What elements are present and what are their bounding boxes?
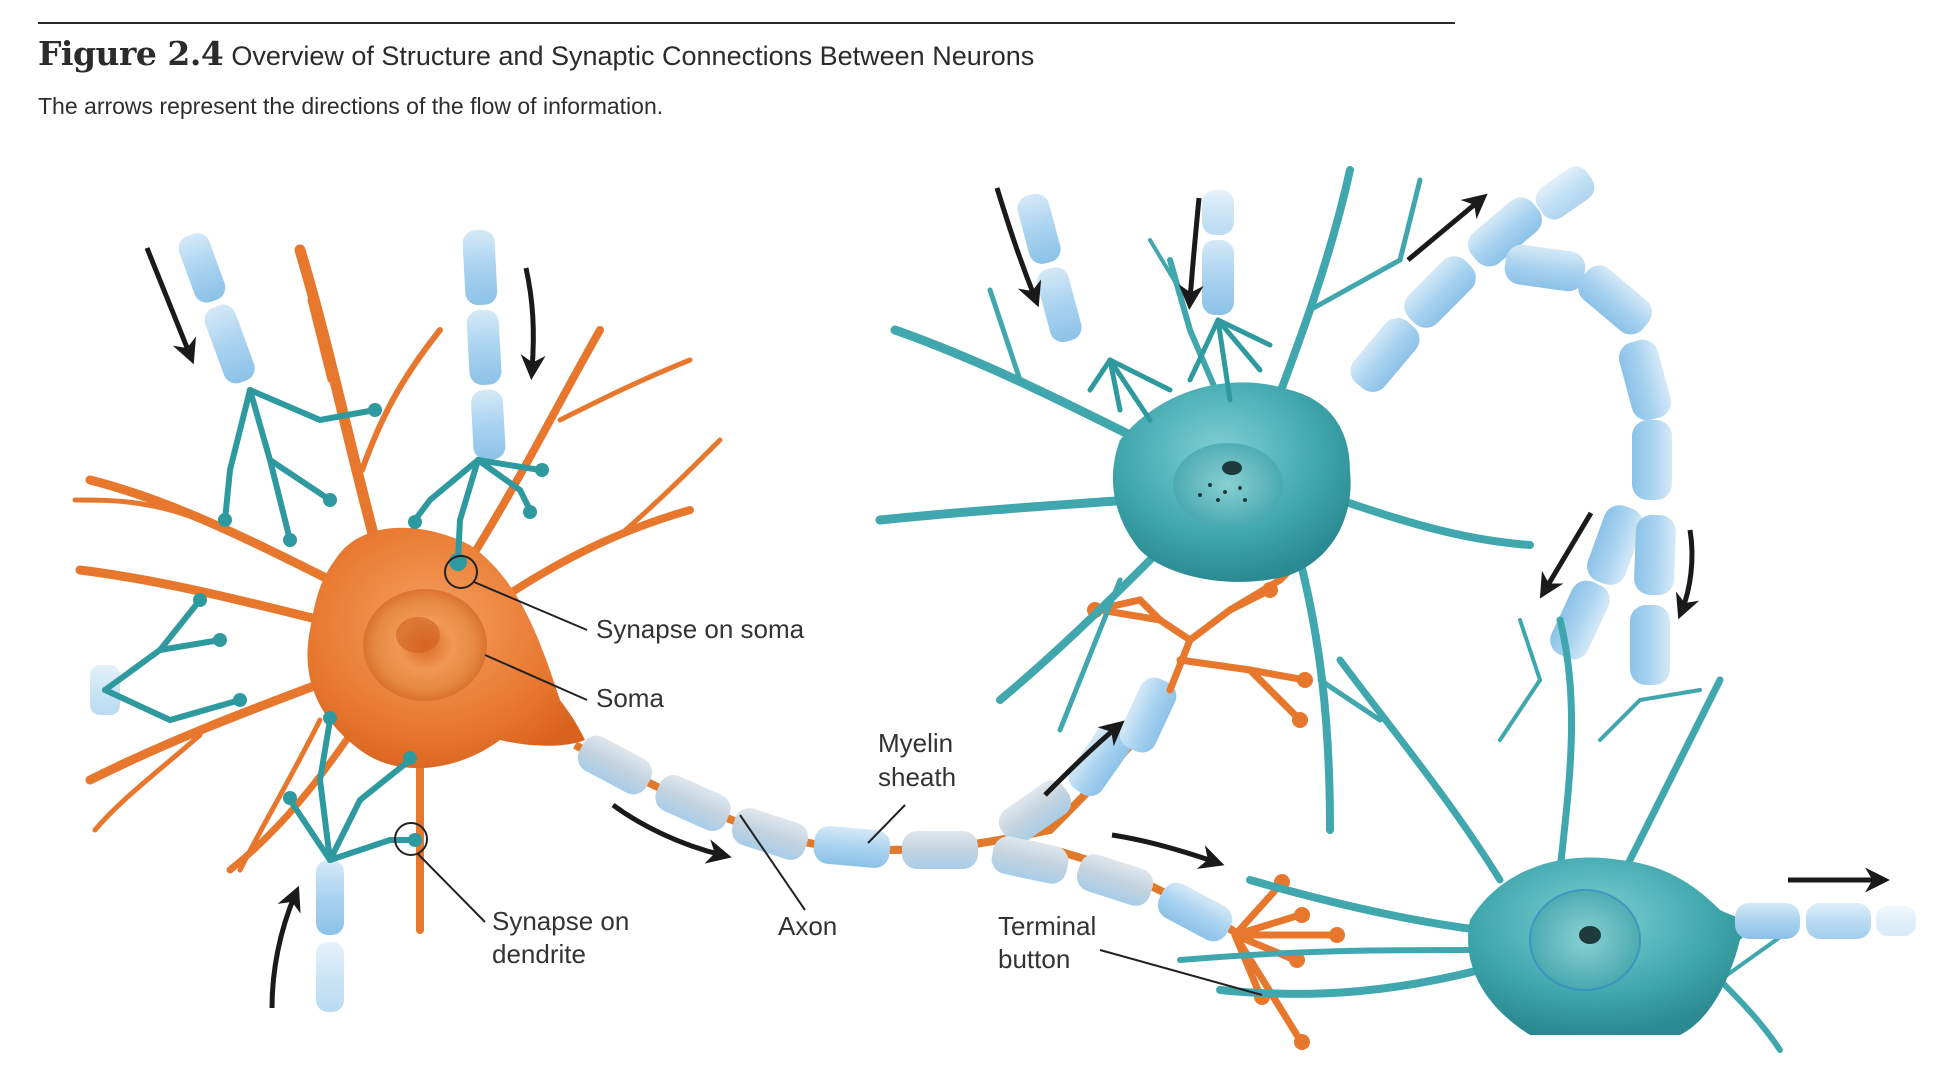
flow-direction-arrow-icon [520,267,546,380]
label-soma: Soma [596,683,664,713]
flow-direction-arrow-icon [1043,720,1125,797]
flow-direction-arrow-icon [1406,193,1488,262]
figure-caption: The arrows represent the directions of t… [38,93,664,119]
synapse-circle-marker-soma [444,555,478,589]
flow-direction-arrow-icon [269,885,301,1009]
teal-nucleus-top [1173,443,1283,527]
orange-dendrites [72,244,723,934]
flow-direction-arrow-icon [1178,197,1204,310]
labels: Synapse on soma Soma Myelin sheath Synap… [492,614,1096,974]
synapse-circle-marker-dendrite [394,822,428,856]
myelin-segments [577,677,1233,942]
presynaptic-neuron [72,244,723,934]
figure-title: Overview of Structure and Synaptic Conne… [231,41,1035,71]
leader-lines [394,555,1263,996]
label-myelin-sheath-line2: sheath [878,762,956,792]
flow-direction-arrow-icon [1675,529,1700,620]
flow-direction-arrow-icon [144,247,197,365]
figure-number: Figure 2.4 [38,34,224,73]
teal-axon-loop [1350,166,1676,685]
flow-direction-arrow-icon [1111,832,1225,869]
label-synapse-on-dendrite-line1: Synapse on [492,906,629,936]
flow-arrows [144,187,1890,1009]
flow-direction-arrow-icon [994,187,1042,308]
label-synapse-on-dendrite-line2: dendrite [492,939,586,969]
main-axon [573,677,1243,942]
label-myelin-sheath-line1: Myelin [878,728,953,758]
orange-terminals [1091,556,1339,1044]
incoming-axons-left [90,229,549,1012]
label-synapse-on-soma: Synapse on soma [596,614,805,644]
postsynaptic-neuron-bottom [1177,616,1916,1053]
top-rule [38,22,1455,24]
flow-direction-arrow-icon [611,802,732,864]
flow-direction-arrow-icon [1539,511,1594,599]
label-axon: Axon [778,911,837,941]
label-terminal-button-line2: button [998,944,1070,974]
label-terminal-button-line1: Terminal [998,911,1096,941]
output-axon [1735,903,1916,939]
incoming-axons-top [1017,190,1273,423]
postsynaptic-neuron-top [875,166,1534,834]
